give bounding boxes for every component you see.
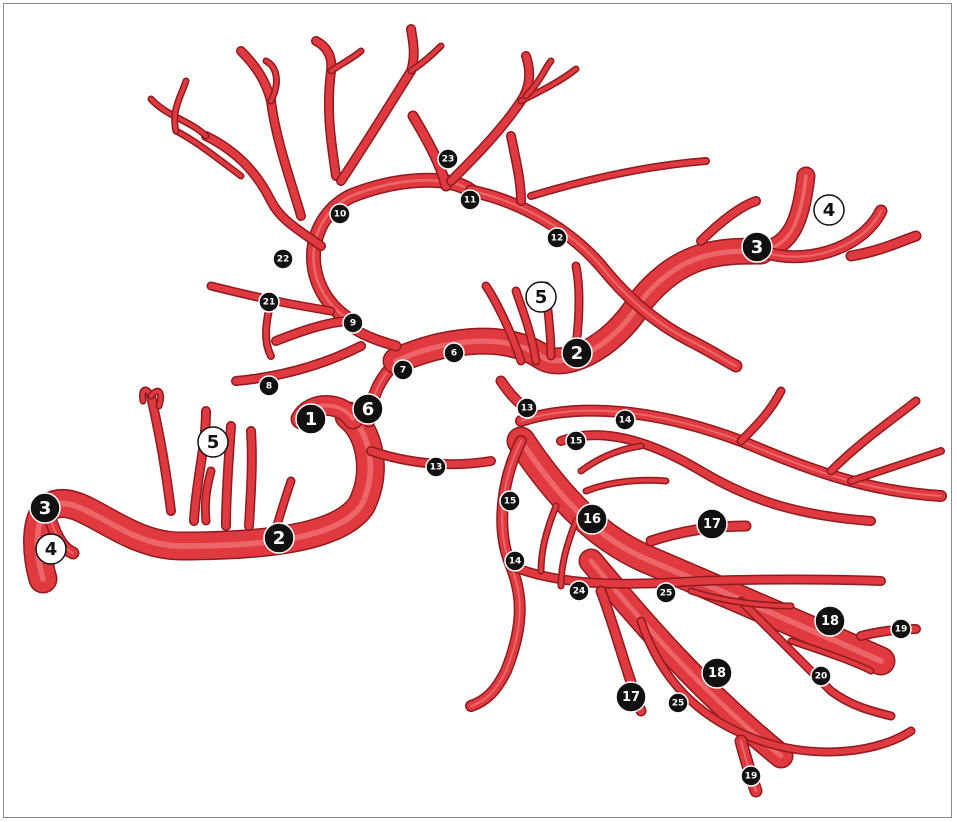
label-text: 14: [509, 557, 522, 567]
branch-22: [206, 136, 321, 246]
label-text: 6: [362, 399, 375, 420]
label-l1: 1: [296, 404, 326, 434]
label-l18b: 18: [702, 658, 732, 688]
label-text: 20: [815, 672, 828, 682]
label-l24: 24: [569, 581, 589, 601]
label-text: 7: [400, 366, 406, 376]
label-text: 4: [823, 200, 836, 221]
label-l23: 23: [438, 149, 458, 169]
label-l20: 20: [811, 666, 831, 686]
label-text: 5: [207, 432, 220, 453]
arterial-tree-diagram: 1223344556678910111213131414151516171718…: [4, 4, 953, 819]
label-text: 16: [583, 512, 601, 527]
label-text: 2: [571, 343, 584, 364]
label-text: 6: [451, 349, 457, 359]
label-text: 19: [895, 625, 908, 635]
vessels-layer: [38, 29, 941, 791]
label-l5b: 5: [526, 282, 556, 312]
label-l2b: 2: [562, 338, 592, 368]
label-text: 4: [45, 539, 58, 560]
label-l17b: 17: [616, 682, 646, 712]
label-text: 21: [263, 298, 276, 308]
label-l8: 8: [259, 376, 279, 396]
label-text: 8: [266, 382, 272, 392]
label-l3a: 3: [30, 493, 60, 523]
label-text: 15: [504, 497, 517, 507]
label-l18a: 18: [815, 606, 845, 636]
label-l6a: 6: [444, 343, 464, 363]
label-l10: 10: [330, 204, 350, 224]
label-text: 23: [442, 155, 455, 165]
label-text: 11: [464, 196, 477, 206]
label-l3b: 3: [742, 232, 772, 262]
label-l12: 12: [547, 228, 567, 248]
perf-5d: [249, 431, 252, 526]
label-l19a: 19: [891, 619, 911, 639]
label-l4b: 4: [814, 195, 844, 225]
label-l5a: 5: [198, 427, 228, 457]
label-text: 14: [619, 416, 632, 426]
perf-5a: [151, 396, 171, 511]
label-text: 17: [622, 690, 640, 705]
branch-14-top-up1: [741, 391, 781, 441]
label-text: 13: [521, 404, 534, 414]
label-l15b: 15: [500, 491, 520, 511]
label-text: 17: [703, 517, 721, 532]
label-l2a: 2: [264, 523, 294, 553]
figure-frame: 1223344556678910111213131414151516171718…: [3, 3, 952, 818]
label-text: 18: [708, 666, 726, 681]
perf-right-5d: [576, 266, 579, 346]
label-l6b: 6: [353, 394, 383, 424]
label-text: 1: [305, 409, 318, 430]
label-l19b: 19: [741, 766, 761, 786]
label-text: 22: [277, 255, 290, 265]
branch-14-top-up3: [851, 451, 941, 481]
label-l22: 22: [273, 249, 293, 269]
label-l13a: 13: [517, 398, 537, 418]
label-l4a: 4: [36, 534, 66, 564]
label-l14b: 14: [505, 551, 525, 571]
branch-8: [236, 346, 361, 381]
label-text: 5: [535, 287, 548, 308]
perf-5e: [276, 481, 291, 529]
label-l13b: 13: [426, 457, 446, 477]
label-l11: 11: [460, 190, 480, 210]
twig-a-outline: [581, 446, 641, 471]
label-l9: 9: [343, 313, 363, 333]
label-l15a: 15: [566, 431, 586, 451]
label-text: 25: [672, 699, 685, 709]
label-l25a: 25: [656, 583, 676, 603]
label-text: 3: [39, 498, 52, 519]
label-l14a: 14: [615, 410, 635, 430]
branch-up-c: [341, 29, 414, 181]
label-text: 19: [745, 772, 758, 782]
label-text: 13: [430, 463, 443, 473]
label-text: 18: [821, 614, 839, 629]
label-text: 25: [660, 589, 673, 599]
label-text: 9: [350, 319, 356, 329]
label-l16: 16: [577, 504, 607, 534]
label-text: 24: [573, 587, 586, 597]
label-l21: 21: [259, 292, 279, 312]
label-l17a: 17: [697, 509, 727, 539]
label-text: 2: [273, 528, 286, 549]
label-text: 12: [551, 234, 564, 244]
label-text: 15: [570, 437, 583, 447]
label-text: 3: [751, 237, 764, 258]
label-l25b: 25: [668, 693, 688, 713]
label-l7: 7: [393, 360, 413, 380]
label-text: 10: [334, 210, 347, 220]
